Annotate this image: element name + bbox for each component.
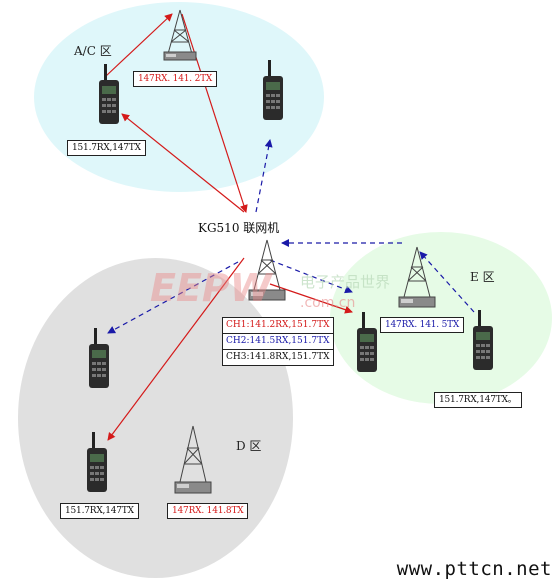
svg-text:电子产品世界: 电子产品世界 bbox=[300, 273, 390, 291]
link-e-radio-to-e-repeater bbox=[419, 251, 475, 313]
center-repeater-tower-icon bbox=[248, 239, 286, 301]
d-radio-lower-icon bbox=[87, 432, 107, 492]
ac-repeater-label: 147RX. 141. 2TX bbox=[133, 71, 218, 87]
link-center-to-d-radio bbox=[107, 257, 245, 441]
e-radio-label: 151.7RX,147TX。 bbox=[434, 392, 522, 408]
zone-e-label: E 区 bbox=[470, 270, 495, 284]
e-radio-right-icon bbox=[473, 310, 493, 370]
d-radio-upper-icon bbox=[89, 328, 109, 388]
svg-text:.com.cn: .com.cn bbox=[300, 295, 355, 311]
site-watermark: www.pttcn.net bbox=[396, 558, 552, 580]
link-center-to-e-repeater bbox=[269, 259, 353, 294]
link-ac-radio-to-ac-repeater bbox=[105, 13, 173, 77]
svg-text:EEPW: EEPW bbox=[150, 267, 274, 310]
link-center-to-d-radio-upper bbox=[107, 261, 239, 334]
zone-d bbox=[18, 258, 293, 578]
e-repeater-tower-icon bbox=[398, 246, 436, 308]
channel-row: CH1:141.2RX,151.7TX bbox=[223, 318, 333, 334]
d-repeater-label: 147RX. 141.8TX bbox=[167, 503, 249, 519]
ac-radio-left-icon bbox=[99, 64, 119, 124]
link-center-to-ac-radio2 bbox=[255, 139, 273, 213]
e-repeater-label: 147RX. 141. 5TX bbox=[380, 317, 465, 333]
zone-d-label: D 区 bbox=[236, 439, 262, 453]
channel-row: CH3:141.8RX,151.7TX bbox=[226, 352, 330, 362]
d-radio-label: 151.7RX,147TX bbox=[60, 503, 139, 519]
d-repeater-tower-icon bbox=[174, 425, 212, 494]
zone-ac-label: A/C 区 bbox=[74, 44, 112, 58]
ac-radio-label: 151.7RX,147TX bbox=[67, 140, 146, 156]
e-radio-left-icon bbox=[357, 312, 377, 372]
ac-radio-right-icon bbox=[263, 60, 283, 120]
channel-row: CH2:141.5RX,151.7TX bbox=[223, 334, 333, 350]
link-ac-repeater-to-center bbox=[181, 13, 248, 213]
eepw-watermark-logo: EEPW 电子产品世界 .com.cn bbox=[150, 267, 390, 311]
link-center-to-e-radio bbox=[269, 283, 353, 314]
ac-repeater-tower-icon bbox=[163, 9, 197, 61]
link-center-to-ac-radio bbox=[121, 113, 245, 213]
center-unit-label: KG510 联网机 bbox=[198, 221, 280, 235]
